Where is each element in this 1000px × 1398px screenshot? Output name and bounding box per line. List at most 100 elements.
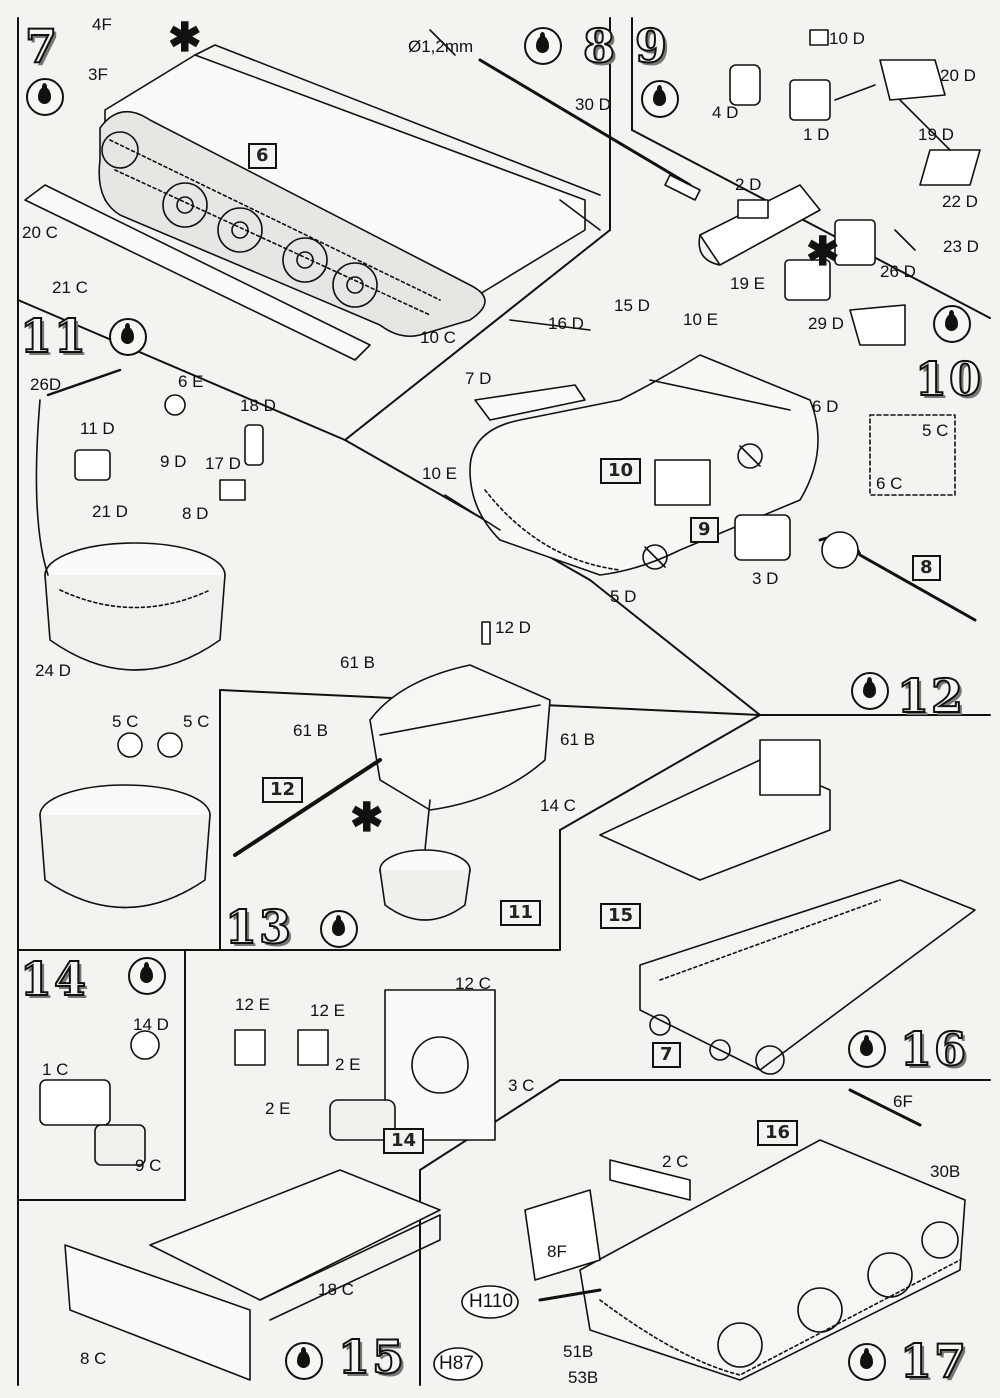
part-label: 1 D <box>803 125 830 144</box>
part-label: 14 D <box>133 1015 169 1034</box>
glue-drop-icon <box>933 305 971 343</box>
glue-drop-icon <box>851 672 889 710</box>
step-number-9: 9 <box>634 19 670 73</box>
part-label: 9 C <box>135 1156 162 1175</box>
asterisk-icon: ✱ <box>168 16 202 60</box>
part-label: 15 D <box>614 296 650 315</box>
part-label: 30 D <box>575 95 611 114</box>
part-label: 6 D <box>812 397 839 416</box>
step10-parts <box>784 219 916 346</box>
part-label: 1 C <box>42 1060 69 1079</box>
ref-box-10: 10 <box>600 458 642 484</box>
glue-drop-icon <box>26 78 64 116</box>
step16-interior <box>599 739 976 1075</box>
ref-box-16: 16 <box>757 1120 799 1146</box>
glue-drop-icon <box>128 957 166 995</box>
part-label: 53B <box>568 1368 599 1387</box>
ref-box-7: 7 <box>652 1042 681 1068</box>
step15-engine-deck <box>64 989 496 1381</box>
part-label: 5 C <box>922 421 949 440</box>
part-label: 10 C <box>420 328 456 347</box>
part-label: 26D <box>30 375 62 394</box>
part-label: 2 C <box>662 1152 689 1171</box>
part-label: 61 B <box>293 721 328 740</box>
part-label: 14 C <box>540 796 576 815</box>
step-number-10: 10 <box>914 352 984 406</box>
part-label: 18 C <box>318 1280 354 1299</box>
part-label: 20 D <box>940 66 976 85</box>
glue-drop-icon <box>320 910 358 948</box>
part-label: 4F <box>92 15 112 34</box>
no-glue-icon <box>642 443 763 570</box>
step-number-17: 17 <box>899 1334 969 1388</box>
step9-parts <box>729 29 981 186</box>
part-label: 12 D <box>495 618 531 637</box>
part-label: 5 C <box>183 712 210 731</box>
part-label: 19 D <box>918 125 954 144</box>
part-label: 20 C <box>22 223 58 242</box>
part-label: 21 D <box>92 502 128 521</box>
glue-drop-icon <box>641 80 679 118</box>
part-label: 9 D <box>160 452 187 471</box>
part-label: 2 E <box>265 1099 291 1118</box>
paint-code-label: H110 <box>469 1291 514 1312</box>
glue-drop-icon <box>109 318 147 356</box>
part-label: 19 E <box>730 274 765 293</box>
glue-drop-icon <box>285 1342 323 1380</box>
part-label: 17 D <box>205 454 241 473</box>
asterisk-icon: ✱ <box>806 230 840 274</box>
part-label: 24 D <box>35 661 71 680</box>
step-number-15: 15 <box>337 1330 407 1384</box>
hull-tracks-drawing <box>24 29 701 361</box>
part-label: 22 D <box>942 192 978 211</box>
part-label: 2 D <box>735 175 762 194</box>
part-label: 12 E <box>310 1001 345 1020</box>
ref-box-6: 6 <box>248 143 277 169</box>
part-label: 2 E <box>335 1055 361 1074</box>
step17-final-hull <box>433 1088 966 1381</box>
part-label: 3 D <box>752 569 779 588</box>
ref-box-14: 14 <box>383 1128 425 1154</box>
part-label: 51B <box>563 1342 594 1361</box>
part-label: 10 E <box>422 464 457 483</box>
part-label: 21 C <box>52 278 88 297</box>
step-number-7: 7 <box>24 19 60 73</box>
part-label: Ø1,2mm <box>408 37 474 56</box>
step-number-13: 13 <box>224 900 294 954</box>
part-label: 8 D <box>182 504 209 523</box>
glue-drop-icon <box>848 1030 886 1068</box>
glue-drop-icon <box>524 27 562 65</box>
step10-turret-shell <box>444 319 977 622</box>
part-label: 7 D <box>465 369 492 388</box>
glue-drop-icon <box>848 1343 886 1381</box>
paint-code-label: H87 <box>439 1353 474 1374</box>
step-number-11: 11 <box>19 309 89 363</box>
part-label: 61 B <box>560 730 595 749</box>
ref-box-11: 11 <box>500 900 542 926</box>
part-label: 10 D <box>829 29 865 48</box>
step-number-8: 8 <box>582 19 618 73</box>
part-label: 8 C <box>80 1349 107 1368</box>
step11-turret-basket <box>35 368 264 909</box>
step-number-12: 12 <box>896 669 966 723</box>
part-label: 16 D <box>548 314 584 333</box>
part-label: 3 C <box>508 1076 535 1095</box>
part-label: 26 D <box>880 262 916 281</box>
part-label: 12 C <box>455 974 491 993</box>
part-label: 5 D <box>610 587 637 606</box>
ref-box-12: 12 <box>262 777 304 803</box>
part-label: 18 D <box>240 396 276 415</box>
part-label: 3F <box>88 65 108 84</box>
part-label: 5 C <box>112 712 139 731</box>
part-label: 6 C <box>876 474 903 493</box>
part-label: 61 B <box>340 653 375 672</box>
part-label: 30B <box>930 1162 961 1181</box>
part-label: 11 D <box>80 419 115 438</box>
part-label: 6 E <box>178 372 204 391</box>
step-number-14: 14 <box>19 952 89 1006</box>
part-label: 6F <box>893 1092 913 1111</box>
step12-turret <box>233 621 551 921</box>
ref-box-9: 9 <box>690 517 719 543</box>
